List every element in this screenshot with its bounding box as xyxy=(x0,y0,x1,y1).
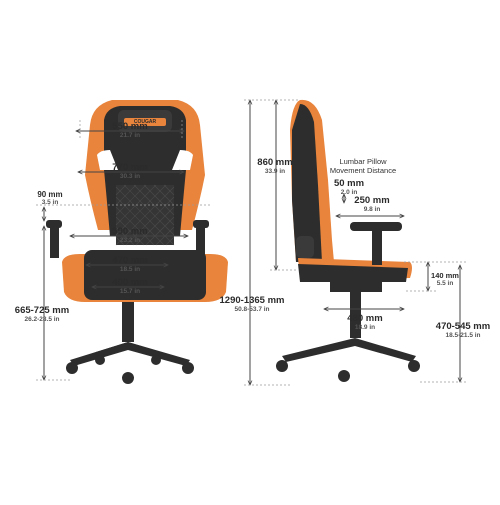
dim-140: 140 mm 5.5 in xyxy=(428,272,462,287)
front-logo-plate xyxy=(124,118,166,126)
dim-inch: 2.0 in xyxy=(340,188,358,196)
dim-inch: 26.2-28.5 in xyxy=(24,315,60,323)
dim-250: 250 mm 9.8 in xyxy=(344,196,400,213)
dim-90: 90 mm 3.5 in xyxy=(30,191,70,207)
dim-mm: 665-725 mm xyxy=(14,305,70,316)
dim-inch: 5.5 in xyxy=(436,279,454,287)
dim-mm: 400 mm xyxy=(112,277,148,288)
dim-1290-1365: 1290-1365 mm 50.8-53.7 in xyxy=(212,296,292,313)
dim-480: 480 mm 18.9 in xyxy=(340,314,390,331)
dim-mm: 470-545 mm xyxy=(435,321,491,332)
front-extension-lines xyxy=(36,120,210,381)
front-caster xyxy=(66,362,78,374)
dim-inch: 18.9 in xyxy=(354,323,376,331)
side-gas-lift xyxy=(350,292,361,338)
front-armrest-left xyxy=(46,220,62,228)
dim-inch: 30.3 in xyxy=(119,172,141,180)
dim-770: 770 mm 30.3 in xyxy=(100,163,160,180)
dim-inch: 33.9 in xyxy=(264,167,286,175)
side-base xyxy=(282,338,416,362)
dim-inch: 9.8 in xyxy=(363,205,381,213)
side-lumbar-pillow xyxy=(296,236,314,258)
side-armrest-pad xyxy=(350,222,402,231)
dim-mm: 90 mm xyxy=(37,190,63,199)
dim-inch: 3.5 in xyxy=(41,199,59,206)
front-armrest-right xyxy=(193,220,209,228)
front-caster xyxy=(95,355,105,365)
dim-550: 550 mm 21.7 in xyxy=(100,122,160,139)
dim-mm: 250 mm xyxy=(354,195,390,206)
dim-mm: 770 mm xyxy=(112,162,148,173)
side-mechanism xyxy=(330,282,382,292)
side-armrest-post xyxy=(372,231,382,265)
dim-mm: 590 mm xyxy=(112,226,148,237)
side-backrest-shell xyxy=(292,104,322,262)
side-caster xyxy=(408,360,420,372)
side-seat-shell xyxy=(298,264,408,282)
dim-mm: 1290-1365 mm xyxy=(219,295,285,306)
dim-mm: 470 mm xyxy=(112,255,148,266)
side-chair xyxy=(276,99,420,382)
dim-860: 860 mm 33.9 in xyxy=(252,158,298,175)
side-dimension-lines xyxy=(250,100,460,385)
dim-inch: 18.5 in xyxy=(119,265,141,273)
side-caster xyxy=(276,360,288,372)
front-gas-lift xyxy=(122,302,134,342)
dim-mm: 860 mm xyxy=(257,157,293,168)
brand-logo: COUGAR xyxy=(133,119,157,125)
front-dimension-lines xyxy=(44,131,188,380)
dim-mm: 550 mm xyxy=(112,121,148,132)
front-armrest-right-post xyxy=(196,228,205,258)
dim-mm: 480 mm xyxy=(347,313,383,324)
front-caster xyxy=(122,372,134,384)
dim-inch: 15.7 in xyxy=(119,287,141,295)
dim-470-545: 470-545 mm 18.5-21.5 in xyxy=(428,322,498,339)
dim-mm: 140 mm xyxy=(431,271,459,280)
front-caster xyxy=(182,362,194,374)
front-caster xyxy=(151,355,161,365)
dim-400: 400 mm 15.7 in xyxy=(100,278,160,295)
dim-470: 470 mm 18.5 in xyxy=(100,256,160,273)
dim-inch: 21.7 in xyxy=(119,131,141,139)
dim-665-725: 665-725 mm 26.2-28.5 in xyxy=(4,306,80,323)
dim-50: 50 mm 2.0 in xyxy=(326,179,372,196)
lumbar-note-line2: Movement Distance xyxy=(329,165,397,175)
dim-inch: 50.8-53.7 in xyxy=(234,305,270,313)
front-shoulder-slot-right xyxy=(172,150,193,170)
dim-mm: 50 mm xyxy=(333,178,365,189)
dim-inch: 23.2 in xyxy=(119,236,141,244)
dim-inch: 18.5-21.5 in xyxy=(445,331,481,339)
lumbar-note: Lumbar Pillow Movement Distance xyxy=(326,157,400,175)
lumbar-note-line1: Lumbar Pillow xyxy=(339,157,387,166)
front-armrest-left-post xyxy=(50,228,59,258)
front-shoulder-slot-left xyxy=(97,150,118,170)
dim-590: 590 mm 23.2 in xyxy=(100,227,160,244)
side-caster xyxy=(338,370,350,382)
side-extension-lines xyxy=(244,99,468,386)
